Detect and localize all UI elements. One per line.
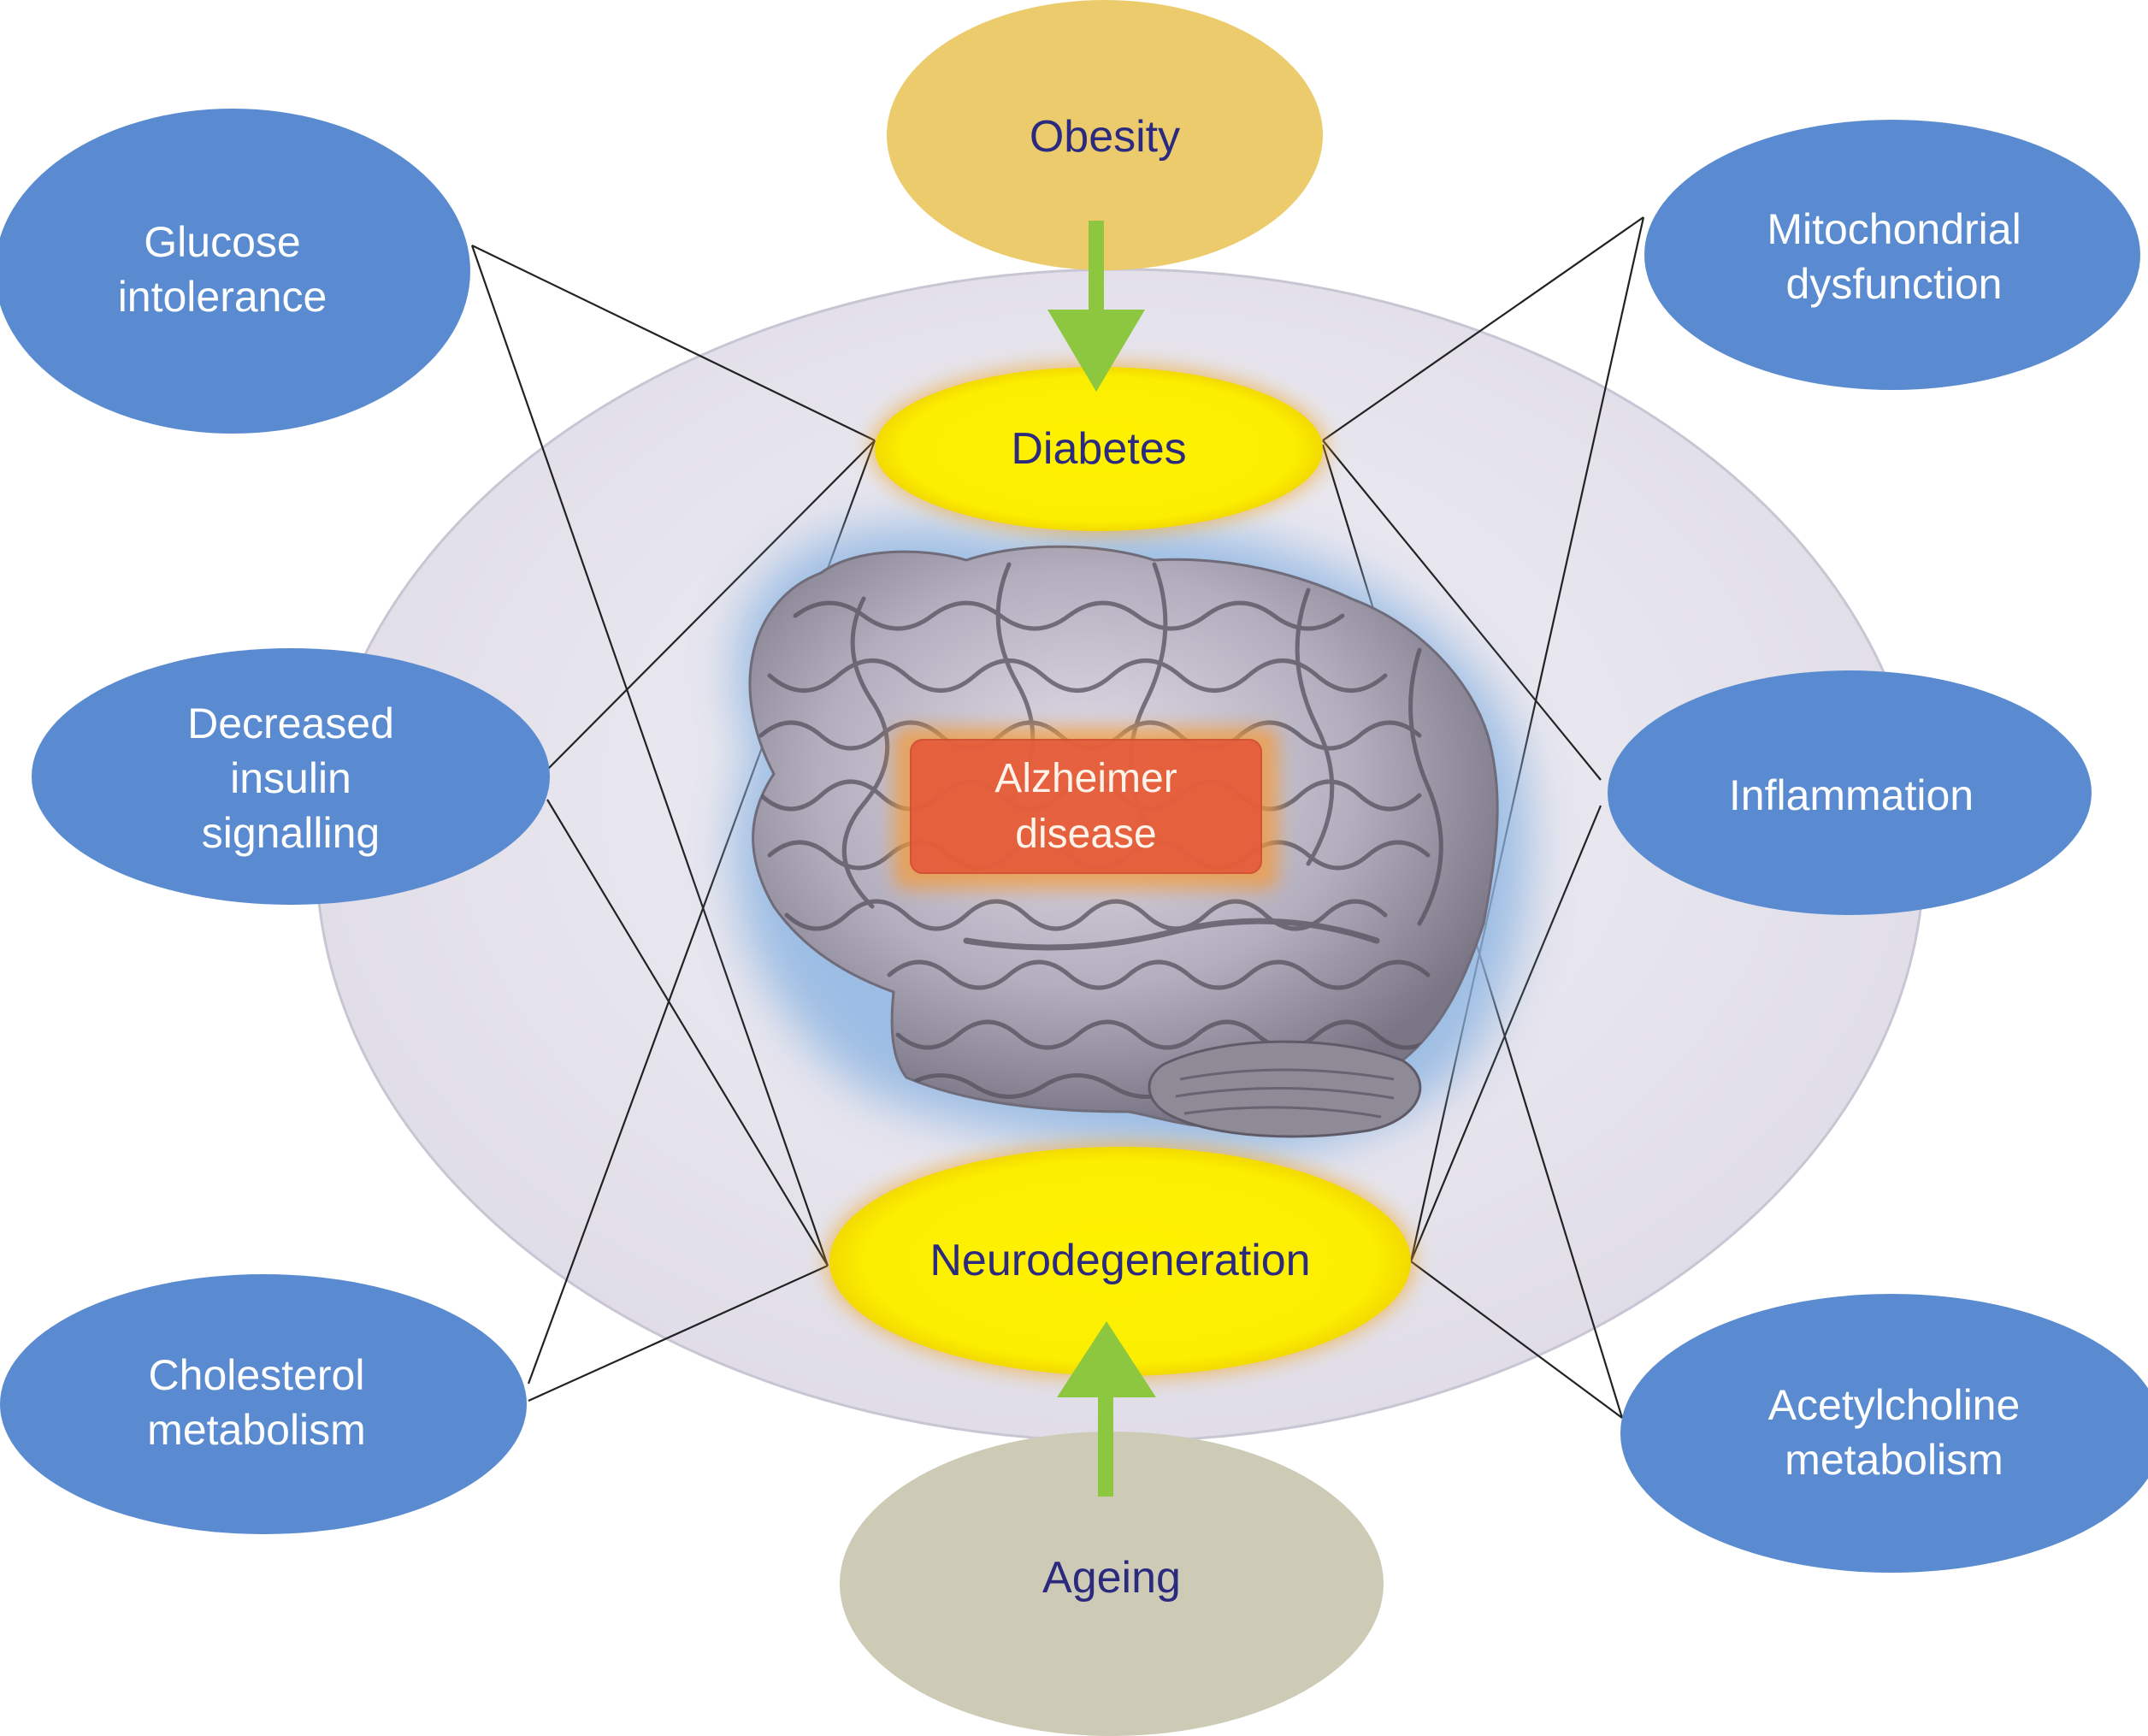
connector-glucose-diabetes [471,245,876,441]
neurodegeneration-node [829,1147,1411,1376]
connector-insulin-diabetes [546,440,876,771]
obesity-node [887,0,1323,270]
acetylcholine-metabolism-label: Acetylcholine metabolism [1767,1381,2021,1484]
alzheimer-disease-label: Alzheimer disease [994,755,1177,857]
arrow-head [1057,1321,1156,1397]
connector-inflammation-diabetes [1322,440,1602,781]
neurodegeneration-label: Neurodegeneration [929,1235,1311,1285]
ageing-label: Ageing [1042,1552,1181,1603]
inflammation-label: Inflammation [1728,771,1974,819]
ageing-to-neurodegeneration-arrow [1057,1321,1156,1497]
obesity-label: Obesity [1029,111,1181,162]
cholesterol-metabolism-node [0,1274,527,1534]
connector-mitochondrial-neurodegeneration [1409,216,1645,1262]
connector-cholesterol-neurodegeneration [528,1264,829,1402]
diabetes-label: Diabetes [1011,423,1187,474]
cerebellum-folia [1175,1068,1395,1119]
connector-acetylcholine-neurodegeneration [1410,1261,1623,1419]
glucose-intolerance-node [0,109,470,434]
arrow-shaft [1098,1385,1113,1497]
arrow-shaft [1089,221,1104,313]
connector-inflammation-neurodegeneration [1409,805,1602,1262]
diabetes-node [875,367,1323,531]
arrow-head [1047,310,1145,392]
ageing-node [840,1432,1384,1736]
alzheimer-box [910,739,1262,874]
glucose-intolerance-label: Glucose intolerance [117,218,328,321]
mitochondrial-dysfunction-label: Mitochondrial dysfunction [1767,205,2021,308]
acetylcholine-metabolism-node [1620,1294,2148,1573]
decreased-insulin-signalling-node [32,648,550,905]
mitochondrial-dysfunction-node [1644,120,2140,390]
obesity-to-diabetes-arrow [1047,221,1145,392]
connector-insulin-neurodegeneration [546,799,829,1267]
decreased-insulin-signalling-label: Decreased insulin signalling [187,700,394,857]
cholesterol-metabolism-label: Cholesterol metabolism [147,1351,366,1454]
connector-glucose-neurodegeneration [470,245,829,1267]
connector-mitochondrial-diabetes [1322,216,1644,441]
inflammation-node [1608,670,2092,915]
